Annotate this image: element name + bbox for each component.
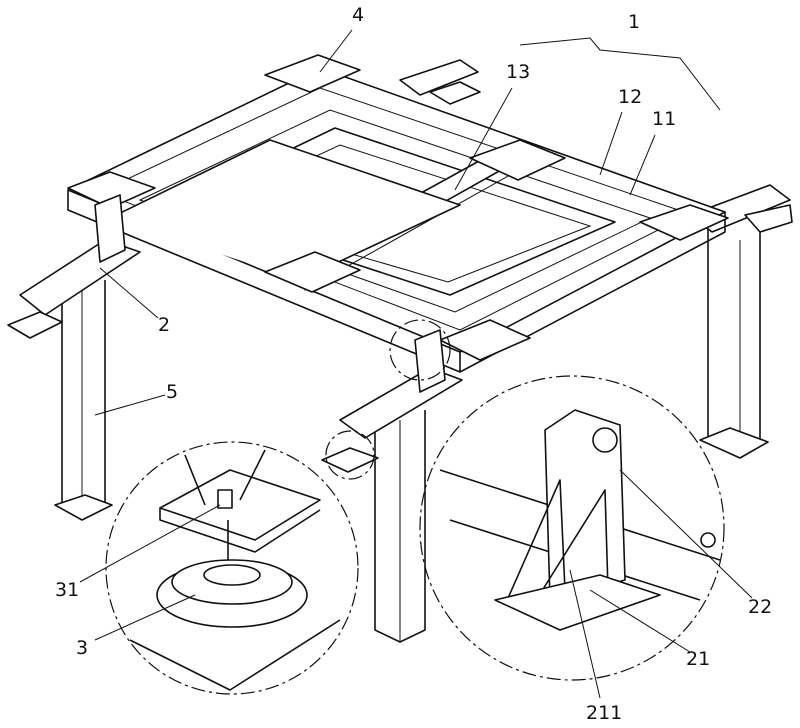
detail-circle-bracket xyxy=(419,375,725,681)
detail-marker-bracket xyxy=(389,319,451,381)
detail-bracket xyxy=(439,409,721,631)
bracket-front xyxy=(414,329,446,393)
label-3: 3 xyxy=(76,637,89,659)
label-22: 22 xyxy=(748,596,773,618)
mounting-plates xyxy=(67,54,729,361)
foot-back xyxy=(429,81,481,105)
label-31: 31 xyxy=(55,579,80,601)
label-21: 21 xyxy=(686,648,711,670)
label-11: 11 xyxy=(652,108,677,130)
label-13: 13 xyxy=(506,61,531,83)
label-12: 12 xyxy=(618,86,643,108)
foot-back-right xyxy=(744,204,793,233)
column-right xyxy=(699,228,769,459)
leader-lines xyxy=(79,29,753,699)
foot-front xyxy=(321,447,379,473)
arm-left xyxy=(19,239,141,316)
label-211: 211 xyxy=(586,702,623,724)
arm-back xyxy=(399,59,479,96)
label-4: 4 xyxy=(352,4,365,26)
column-left xyxy=(54,280,113,521)
foot-left xyxy=(7,311,63,339)
column-front xyxy=(374,410,426,643)
detail-foot xyxy=(129,449,341,691)
label-2: 2 xyxy=(158,314,171,336)
label-5: 5 xyxy=(166,381,179,403)
label-1: 1 xyxy=(628,11,641,33)
detail-marker-foot xyxy=(325,430,375,480)
bracket-left xyxy=(94,194,126,263)
